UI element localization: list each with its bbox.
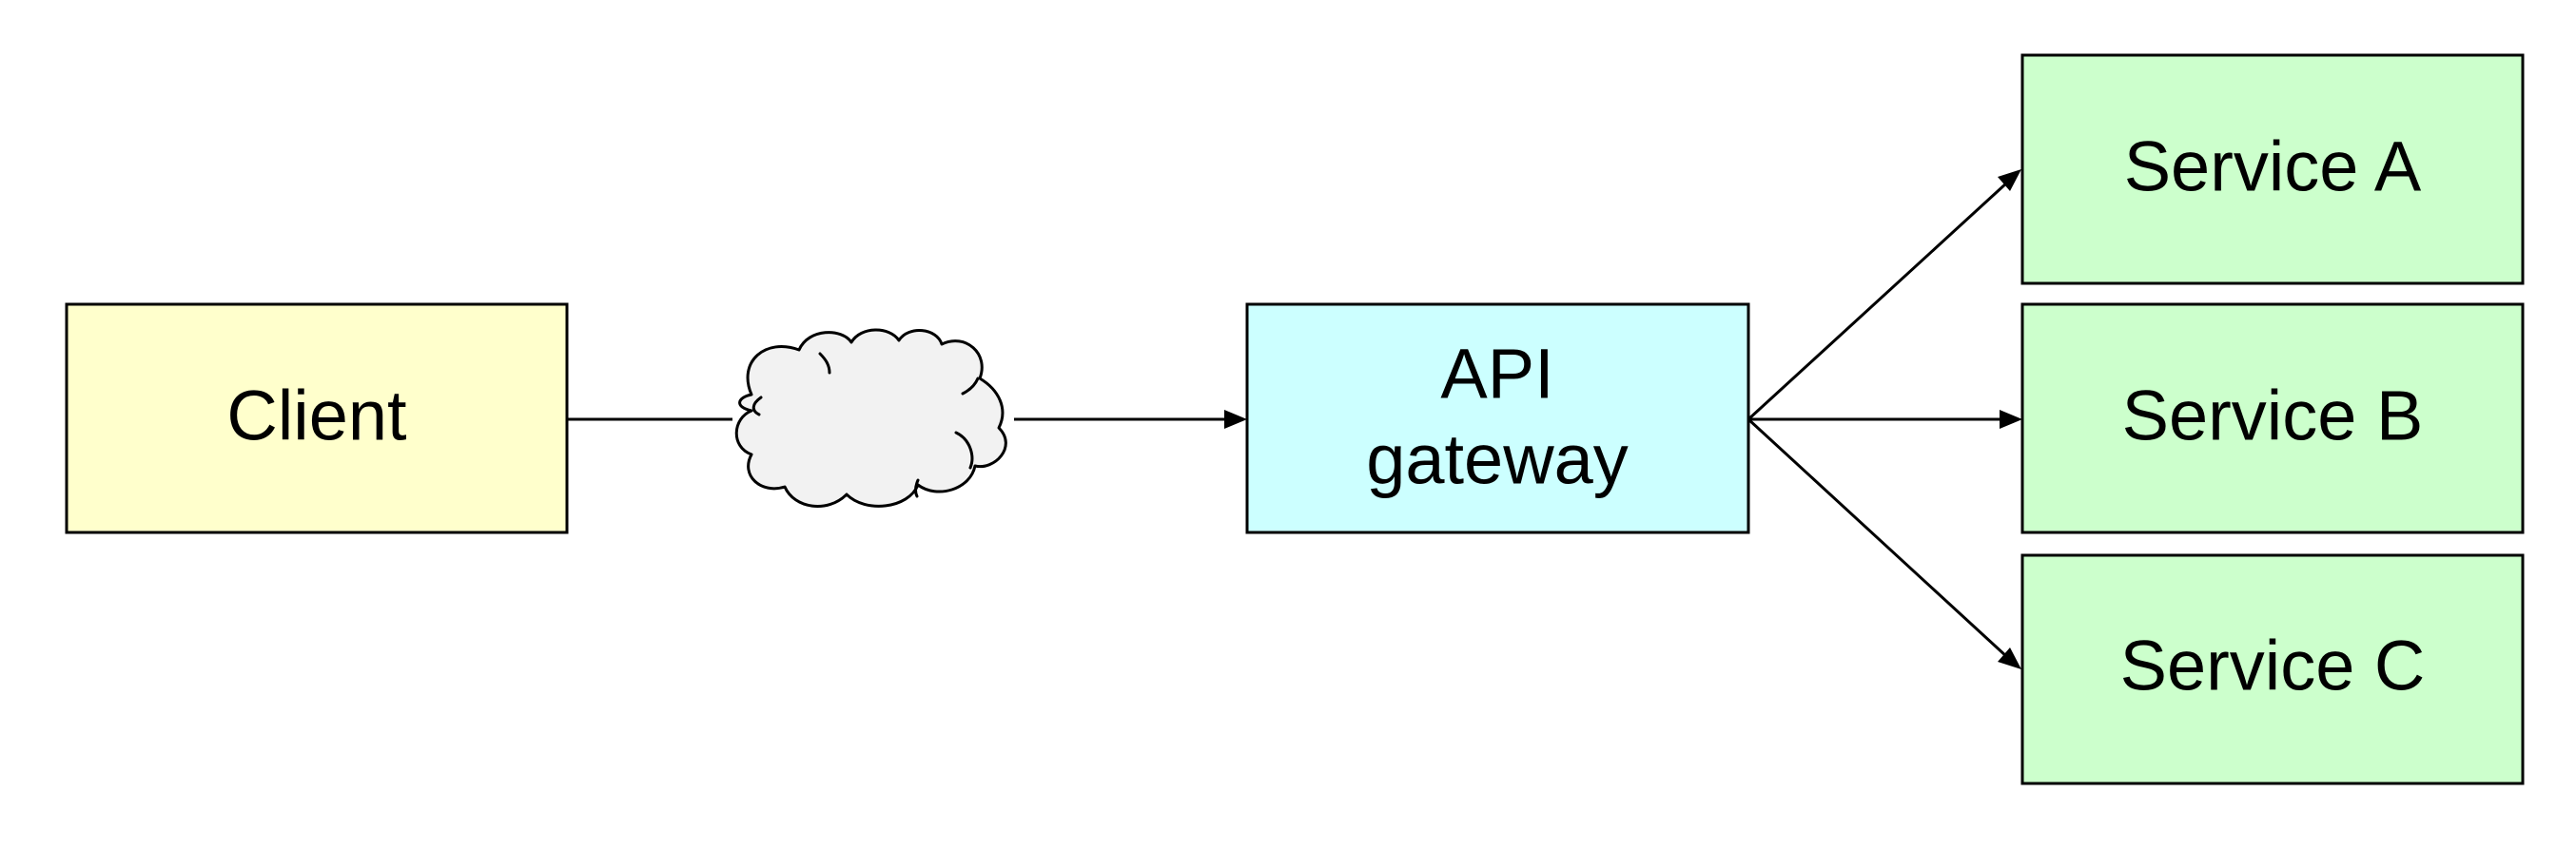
service-c-box: [2020, 553, 2525, 785]
client-label: Client: [226, 377, 407, 455]
service-c-label: Service C: [2120, 627, 2426, 705]
service-a-box: [2020, 53, 2525, 285]
edge-gateway-to-service-c: [1747, 417, 2021, 669]
service-a-label: Service A: [2124, 127, 2422, 206]
api-gateway-label-line2: gateway: [1366, 420, 1629, 499]
service-b-label: Service B: [2122, 377, 2424, 455]
node-client: Client: [65, 302, 569, 534]
api-gateway-box: [1245, 302, 1750, 534]
service-b-box: [2020, 302, 2525, 534]
node-service-c: Service C: [2020, 553, 2525, 785]
api-gateway-label-line1: API: [1440, 335, 1553, 414]
edges: [567, 169, 2022, 669]
client-box: [65, 302, 569, 534]
arrowhead: [1224, 410, 1247, 429]
arrowhead: [2000, 410, 2022, 429]
node-api-gateway: API gateway: [1245, 302, 1750, 534]
edge-gateway-to-service-b: [1748, 410, 2022, 429]
arrowhead: [1998, 647, 2021, 669]
arrowhead: [1998, 169, 2021, 191]
edge-network-to-gateway: [1014, 410, 1247, 429]
edge-gateway-to-service-a: [1747, 169, 2021, 421]
cloud-icon: [734, 328, 1007, 508]
node-service-b: Service B: [2020, 302, 2525, 534]
node-service-a: Service A: [2020, 53, 2525, 285]
